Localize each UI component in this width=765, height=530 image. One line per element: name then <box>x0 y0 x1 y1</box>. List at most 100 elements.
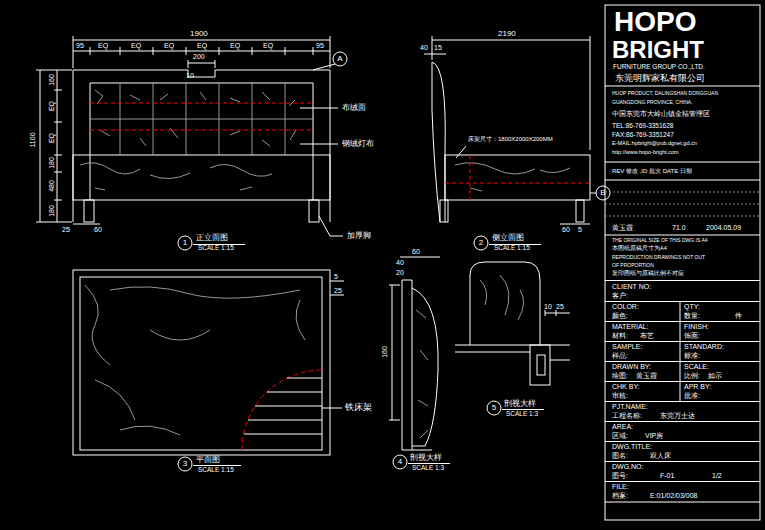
drawing-label: GUANGDONG PROVINCE, CHINA. <box>612 100 693 105</box>
drawing-label: SCALE 1:15 <box>198 467 234 474</box>
drawing-label: 加厚脚 <box>347 232 371 240</box>
drawing-label: 25 <box>334 287 342 294</box>
drawing-label: SCALE 1:15 <box>198 245 234 252</box>
callout-number: B <box>600 189 605 197</box>
drawing-label: 71.0 <box>672 224 686 231</box>
drawing-label: SCALE 1:3 <box>412 465 444 472</box>
drawing-label: 颜色: <box>612 312 628 319</box>
drawing-label: 剖视大样 <box>504 400 536 408</box>
drawing-label: 20 <box>396 269 404 276</box>
drawing-label: 客户: <box>612 292 628 299</box>
drawing-label: 件 <box>735 312 742 319</box>
drawing-label: 25 <box>556 303 564 310</box>
drawing-label: 180 <box>48 205 55 217</box>
callout-number: 1 <box>183 239 187 247</box>
drawing-label: FURNITURE GROUP CO.,LTD. <box>613 64 705 71</box>
drawing-label: 40 <box>420 44 428 51</box>
drawing-label: 95 <box>316 42 324 49</box>
drawing-label: 双人床 <box>650 452 671 459</box>
drawing-label: 15 <box>434 44 442 51</box>
drawing-label: 10 <box>544 303 552 310</box>
drawing-label: 黄玉霞 <box>636 372 657 379</box>
callout-number: 2 <box>479 239 483 247</box>
drawing-label: REPRODUCTION DRAWINGS NOT OUT <box>612 255 705 260</box>
drawing-label: 200 <box>193 53 205 60</box>
drawing-label: 东莞万士达 <box>660 412 695 419</box>
drawing-label: APR BY: <box>684 383 711 390</box>
drawing-label: E-MAIL:hpbright@pub.dgnet.gd.cn <box>612 141 697 147</box>
drawing-label: DWG.TITLE: <box>612 443 652 450</box>
logo-text: HOPO <box>614 8 696 36</box>
drawing-label: FILE: <box>612 483 629 490</box>
drawing-label: DRAWN BY: <box>612 363 651 370</box>
drawing-label: 复印图纸与原稿比例不对应 <box>612 271 684 277</box>
drawing-label: EQ <box>48 133 55 143</box>
drawing-label: CLIENT NO: <box>612 283 651 290</box>
drawing-label: 480 <box>48 180 55 192</box>
drawing-label: EQ <box>98 42 108 49</box>
drawing-label: 床架尺寸：1800X2000X200MM <box>468 136 553 142</box>
drawing-label: PJT.NAME: <box>612 403 648 410</box>
drawing-label: 中国东莞市大岭山镇金桔管理区 <box>612 111 710 118</box>
drawing-label: 材料: <box>612 332 628 339</box>
drawing-label: 标准: <box>684 352 700 359</box>
drawing-label: SAMPLE: <box>612 343 642 350</box>
drawing-label: 2190 <box>498 30 516 38</box>
drawing-label: 东莞明辉家私有限公司 <box>615 74 705 83</box>
drawing-label: SCALE 1:3 <box>506 411 538 418</box>
drawing-label: VIP房 <box>645 432 663 439</box>
drawing-label: 图名: <box>612 452 628 459</box>
drawing-label: STANDARD: <box>684 343 724 350</box>
drawing-label: EQ <box>131 42 141 49</box>
drawing-label: 25 <box>62 226 70 233</box>
drawing-label: TEL:86-769-3351628 <box>612 123 673 130</box>
drawing-label: 正立面图 <box>196 234 228 242</box>
drawing-label: EQ <box>263 42 273 49</box>
drawing-label: 平面图 <box>196 456 220 464</box>
drawing-label: 1100 <box>29 132 36 147</box>
drawing-label: 侧立面图 <box>492 234 524 242</box>
drawing-label: FAX:86-769-3351247 <box>612 132 674 139</box>
drawing-label: OF PROPORTION <box>612 263 654 268</box>
drawing-label: CHK BY: <box>612 383 640 390</box>
drawing-label: COLOR: <box>612 303 639 310</box>
drawing-label: 铁床架 <box>345 403 372 412</box>
drawing-label: 60 <box>412 248 420 255</box>
drawing-label: 批准: <box>684 392 700 399</box>
drawing-label: SCALE: <box>684 363 709 370</box>
drawing-label: 图号: <box>612 472 628 479</box>
drawing-label: 160 <box>381 346 388 358</box>
drawing-label: 布绒面 <box>342 104 366 112</box>
logo-text: BRIGHT <box>612 38 704 62</box>
drawing-label: 钢绒灯布 <box>342 140 374 148</box>
drawing-label: 工程名称: <box>612 412 642 419</box>
drawing-label: 40 <box>396 259 404 266</box>
drawing-label: QTY: <box>684 303 700 310</box>
drawing-label: 2004.05.09 <box>706 224 741 231</box>
drawing-label: E:01/02/03/008 <box>650 492 698 499</box>
drawing-label: 档案: <box>612 492 628 499</box>
callout-number: 4 <box>398 458 402 466</box>
drawing-label: 区域: <box>612 432 628 439</box>
drawing-label: 本图纸原稿尺寸为A4 <box>612 246 667 252</box>
drawing-label: 60 <box>94 226 102 233</box>
drawing-label: EQ <box>164 42 174 49</box>
drawing-label: 比例: <box>684 372 700 379</box>
drawing-label: 5 <box>334 273 338 280</box>
drawing-label: REV 修改 ,ID 批次 DATE 日期 <box>612 168 692 174</box>
drawing-label: EQ <box>197 42 207 49</box>
drawing-label: 5 <box>578 226 582 233</box>
drawing-label: EQ <box>230 42 240 49</box>
drawing-label: 180 <box>48 157 55 169</box>
drawing-label: 95 <box>76 42 84 49</box>
drawing-label: 饰面: <box>684 332 700 339</box>
callout-number: 3 <box>183 460 187 468</box>
drawing-label: 10 <box>186 72 194 79</box>
drawing-label: DWG.NO: <box>612 463 644 470</box>
drawing-label: SCALE 1:15 <box>494 245 530 252</box>
drawing-label: 黄玉霞 <box>612 224 633 231</box>
drawing-label: F-01 <box>660 472 674 479</box>
drawing-label: 绘图: <box>612 372 628 379</box>
drawing-label: MATERIAL: <box>612 323 648 330</box>
drawing-label: 如示 <box>708 372 722 379</box>
